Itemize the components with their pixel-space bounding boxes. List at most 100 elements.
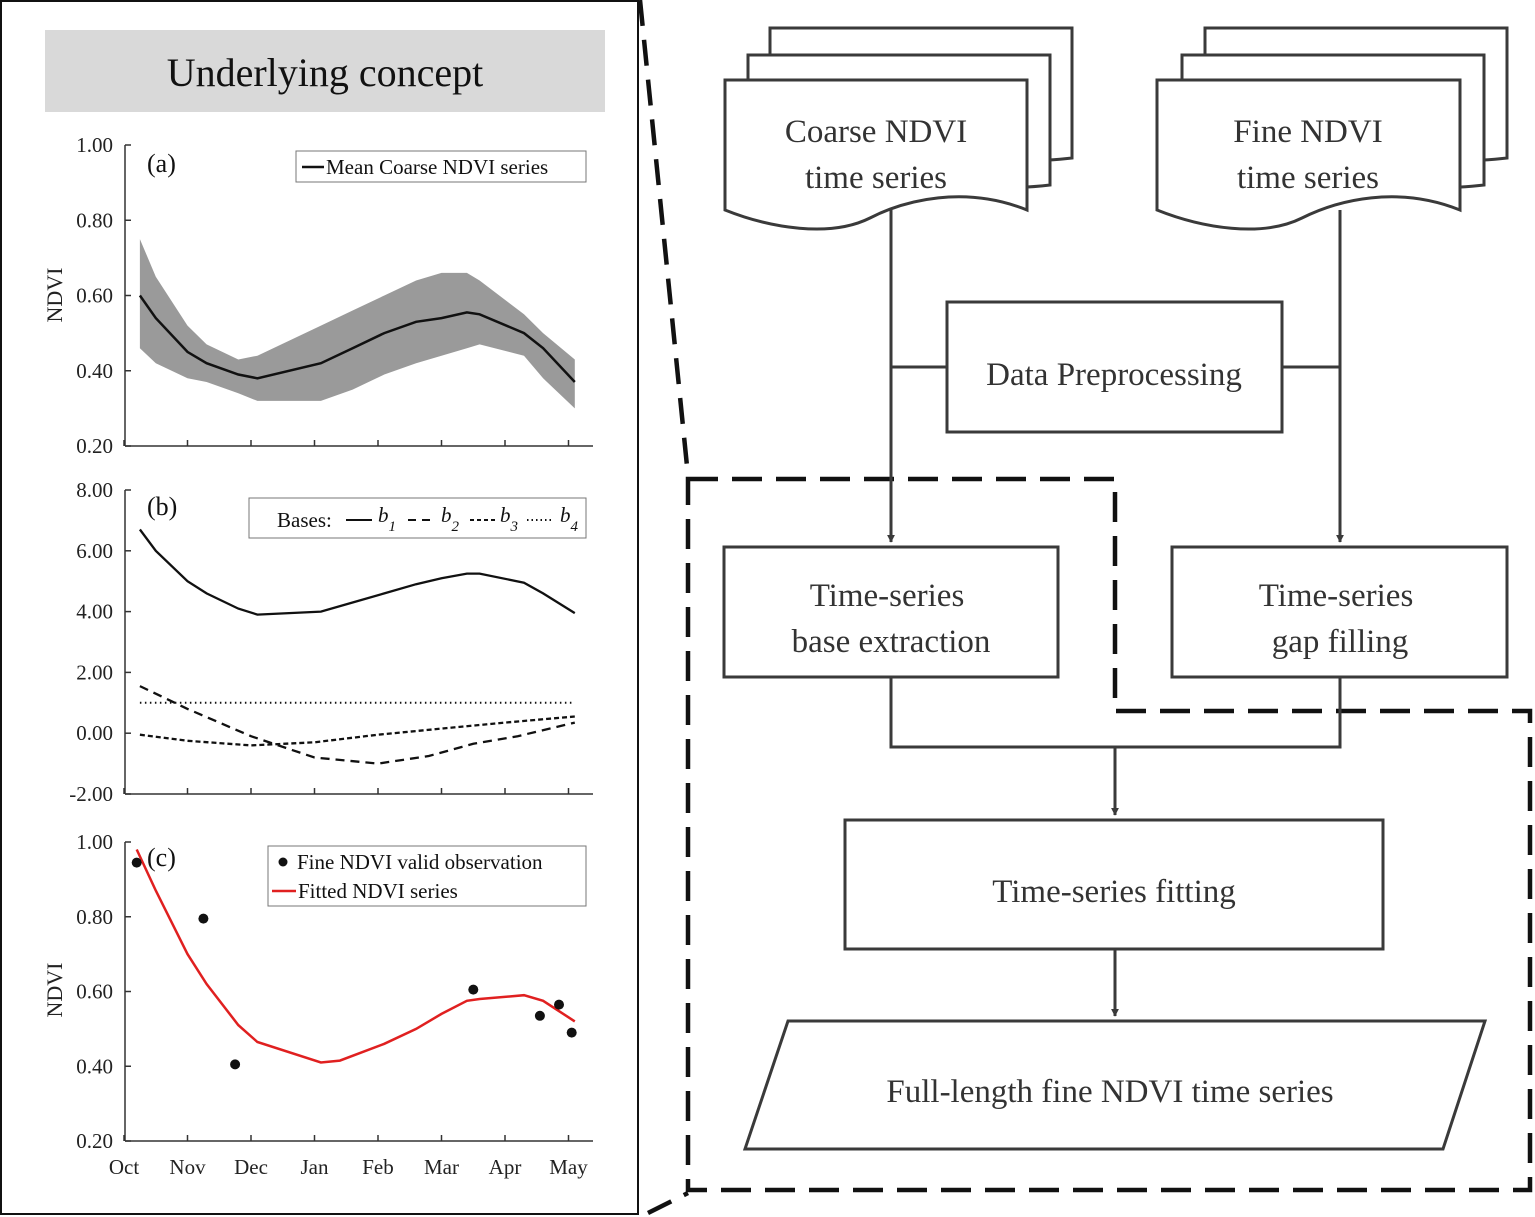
chart-b-legend-box [248,497,587,539]
chart-c-xtick-label: Jan [301,1155,329,1179]
chart-b-legend-label-b3: b3 [500,503,518,535]
chart-a-legend: Mean Coarse NDVI series [295,150,587,183]
fine-doc-front [1155,78,1462,231]
chart-c-legend-label-fitted: Fitted NDVI series [298,879,458,903]
chart-b: -2.00 0.00 2.00 4.00 6.00 8.00 (b) Bases: b1 … [69,478,593,806]
gap-filling-box [1170,545,1509,679]
chart-b-ytick-label: 0.00 [76,721,113,745]
chart-a-ytick-label: 0.40 [76,359,113,383]
chart-a: 0.20 0.40 0.60 0.80 1.00 (a) NDVI Mean Coars… [42,133,593,458]
chart-a-band [139,239,575,409]
chart-a-ytick-label: 0.80 [76,208,113,232]
chart-c-observation-point [468,984,479,995]
chart-b-series-b3 [139,715,575,747]
chart-b-legend-b1-sub: 1 [389,519,397,535]
chart-c-observation-point [131,857,142,868]
base-extraction-label-line1: Time-series [810,578,965,614]
chart-c-ytick-label: 1.00 [76,830,113,854]
chart-c-xtick-label: Oct [109,1155,139,1179]
chart-b-legend-b4-sub: 4 [571,519,579,535]
chart-c-xtick-label: Apr [489,1155,522,1179]
chart-b-ytick-label: 6.00 [76,539,113,563]
chart-a-legend-box [295,150,587,183]
chart-c-ytick-label: 0.40 [76,1054,113,1078]
chart-a-ytick-label: 0.60 [76,284,113,308]
chart-b-legend-b1-letter: b [378,503,389,527]
flowchart: Coarse NDVI time series Fine NDVI time s… [637,0,1533,1216]
chart-b-legend-label-b2: b2 [441,503,460,535]
zoom-connector-bottom [646,1190,690,1216]
chart-b-series-b2 [139,685,576,765]
coarse-input-doc: Coarse NDVI time series [723,26,1074,231]
chart-c-series-fitted [135,848,576,1064]
zoom-connector-top [637,0,691,477]
chart-a-axes: 0.20 0.40 0.60 0.80 1.00 [76,133,593,458]
fine-input-doc: Fine NDVI time series [1155,26,1509,231]
chart-a-ytick-label: 1.00 [76,133,113,157]
fine-doc-label-line1: Fine NDVI [1233,114,1382,150]
chart-b-legend-label-b4: b4 [560,503,579,535]
chart-b-legend: Bases: b1 b2 b3 b4 [248,497,587,539]
chart-b-legend-b3-sub: 3 [510,519,519,535]
chart-c-xtick-label: May [549,1155,588,1179]
output-parallelogram [742,1019,1488,1151]
concept-title: Underlying concept [167,50,484,95]
chart-c-observation-point [554,999,564,1010]
chart-c-ytick-label: 0.20 [76,1129,113,1153]
base-extraction-box [722,545,1060,679]
chart-c-points [131,857,577,1070]
chart-c-ylabel: NDVI [42,963,67,1018]
chart-b-legend-b2-sub: 2 [452,519,460,535]
chart-b-series-group [138,528,576,765]
left-panel: Underlying concept 0.20 0.40 0.60 0.80 1.00 … [0,0,639,1215]
chart-c-observation-point [198,913,209,924]
chart-b-legend-prefix: Bases: [277,508,332,532]
preprocessing-label: Data Preprocessing [986,357,1242,393]
left-panel-frame [0,0,639,1215]
chart-b-series-b1 [138,528,576,616]
chart-b-legend-label-b1: b1 [378,503,396,535]
chart-c-xtick-label: Feb [362,1155,394,1179]
chart-c-xtick-label: Nov [169,1155,206,1179]
chart-b-panel-label: (b) [147,492,177,521]
chart-c-ytick-label: 0.60 [76,980,113,1004]
chart-c-legend-label-points: Fine NDVI valid observation [297,850,543,874]
gap-filling-label-line2: gap filling [1272,624,1409,660]
chart-b-ytick-label: 2.00 [76,660,113,684]
chart-b-legend-b4-letter: b [560,503,571,527]
chart-c-panel-label: (c) [147,843,176,872]
chart-c-legend-marker-points [278,857,288,867]
fine-doc-label-line2: time series [1237,160,1379,196]
chart-c-observation-point [566,1027,577,1038]
chart-a-panel-label: (a) [147,149,176,178]
fitting-box [843,818,1385,951]
chart-c-ytick-label: 0.80 [76,905,113,929]
base-extraction-label-line2: base extraction [792,624,991,660]
chart-c-legend: Fine NDVI valid observation Fitted NDVI … [267,845,587,907]
chart-b-axes: -2.00 0.00 2.00 4.00 6.00 8.00 [69,478,593,806]
concept-title-box [45,30,605,112]
fitting-label: Time-series fitting [992,874,1236,910]
chart-b-ytick-label: 4.00 [76,600,113,624]
chart-c-observation-point [534,1010,545,1021]
chart-a-ytick-label: 0.20 [76,434,113,458]
gap-filling-label-line1: Time-series [1259,578,1414,614]
chart-b-ytick-label: -2.00 [69,782,113,806]
coarse-doc-label-line1: Coarse NDVI [785,114,967,150]
chart-c-observation-point [230,1059,241,1070]
chart-b-legend-b2-letter: b [441,503,452,527]
chart-c-xtick-label: Dec [234,1155,268,1179]
output-label: Full-length fine NDVI time series [886,1074,1333,1110]
chart-c-legend-box [267,845,587,907]
coarse-doc-front [723,78,1029,231]
chart-a-series-mean-coarse [138,294,576,383]
dashed-region-outline [685,476,1533,1193]
chart-a-ylabel: NDVI [42,268,67,323]
chart-b-legend-b3-letter: b [500,503,511,527]
chart-b-ytick-label: 8.00 [76,478,113,502]
coarse-doc-label-line2: time series [805,160,947,196]
chart-a-legend-label: Mean Coarse NDVI series [326,155,548,179]
